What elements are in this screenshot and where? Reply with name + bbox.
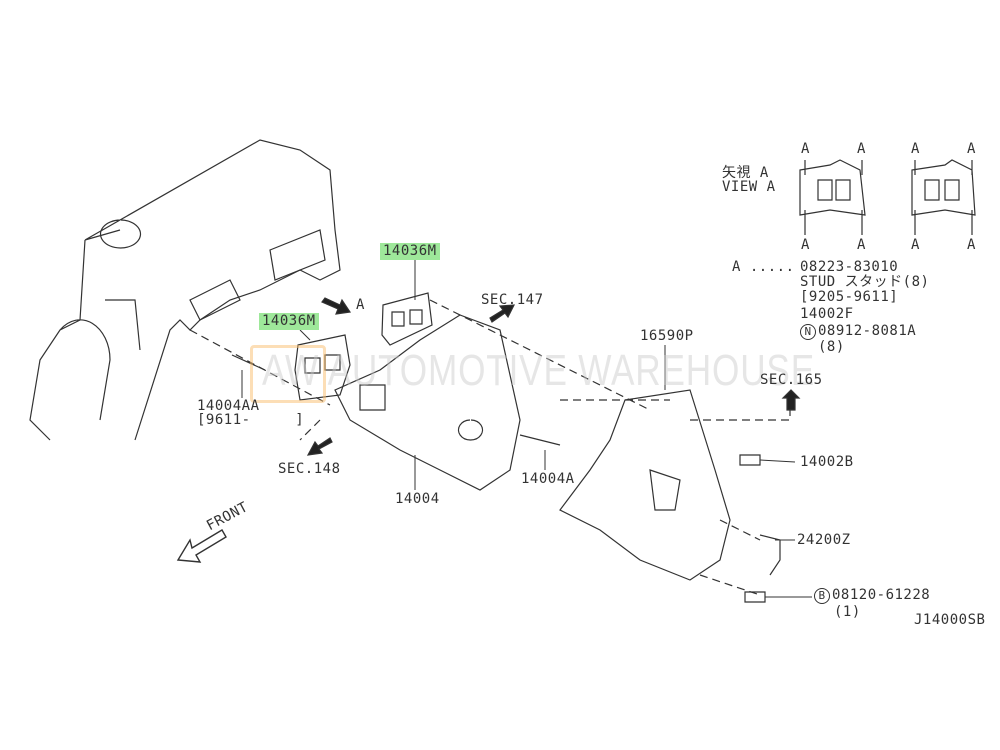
view-a-pin: A xyxy=(857,237,866,253)
view-a-pin: A xyxy=(801,237,810,253)
legend-a-part[interactable]: 08223-83010 xyxy=(800,259,899,275)
legend-a-prefix: A ..... xyxy=(732,259,795,275)
callout-14002b[interactable]: 14002B xyxy=(800,454,854,470)
arrow-sec147 xyxy=(489,304,516,323)
callout-14004a[interactable]: 14004A xyxy=(521,471,575,487)
view-a-pin: A xyxy=(967,237,976,253)
exhaust-manifold xyxy=(334,314,521,491)
view-a-gaskets xyxy=(799,159,976,235)
engine-ports xyxy=(189,229,326,321)
watermark: AW AUTOMOTIVE WAREHOUSE xyxy=(262,346,815,395)
view-a-pin: A xyxy=(967,141,976,157)
legend-n-qty: (8) xyxy=(818,339,845,355)
callout-leader-lines xyxy=(241,260,812,598)
callout-sec148[interactable]: SEC.148 xyxy=(278,461,341,477)
n-symbol-icon: N xyxy=(800,324,816,340)
bolts-and-bracket xyxy=(739,454,781,603)
diagram-code: J14000SB xyxy=(914,612,986,628)
arrow-view-a xyxy=(321,297,352,315)
view-a-arrow-label: A xyxy=(356,297,365,313)
heat-shield xyxy=(559,389,731,581)
callout-14004[interactable]: 14004 xyxy=(395,491,440,507)
view-a-title-jp: 矢視 A xyxy=(722,165,769,181)
callout-sec147[interactable]: SEC.147 xyxy=(481,292,544,308)
bolt-b-qty: (1) xyxy=(834,604,861,620)
arrow-sec165 xyxy=(781,389,801,411)
bolt-b-part-number: 08120-61228 xyxy=(832,587,931,603)
view-a-pin: A xyxy=(911,237,920,253)
legend-a-range: [9205-9611] xyxy=(800,289,899,305)
view-a-pin: A xyxy=(801,141,810,157)
stud-14004aa xyxy=(231,354,561,446)
view-a-pin: A xyxy=(857,141,866,157)
callout-14004aa-range: [9611- ] xyxy=(197,412,305,428)
callout-24200z[interactable]: 24200Z xyxy=(797,532,851,548)
arrow-sec148 xyxy=(306,437,333,456)
view-a-title: VIEW A xyxy=(722,179,776,195)
callout-14036m-upper[interactable]: 14036M xyxy=(380,243,440,260)
watermark-logo-box xyxy=(250,345,326,403)
callout-14004aa[interactable]: 14004AA xyxy=(197,398,260,414)
legend-n-part-number: 08912-8081A xyxy=(818,323,917,339)
view-a-pin: A xyxy=(911,141,920,157)
callout-14036m-lower[interactable]: 14036M xyxy=(259,313,319,330)
callout-16590p[interactable]: 16590P xyxy=(640,328,694,344)
b-symbol-icon: B xyxy=(814,588,830,604)
legend-a-desc: STUD スタッド(8) xyxy=(800,274,930,290)
callout-sec165[interactable]: SEC.165 xyxy=(760,372,823,388)
part-14002f[interactable]: 14002F xyxy=(800,306,854,322)
gasket-upper xyxy=(381,292,433,346)
front-arrow-icon xyxy=(176,529,227,563)
